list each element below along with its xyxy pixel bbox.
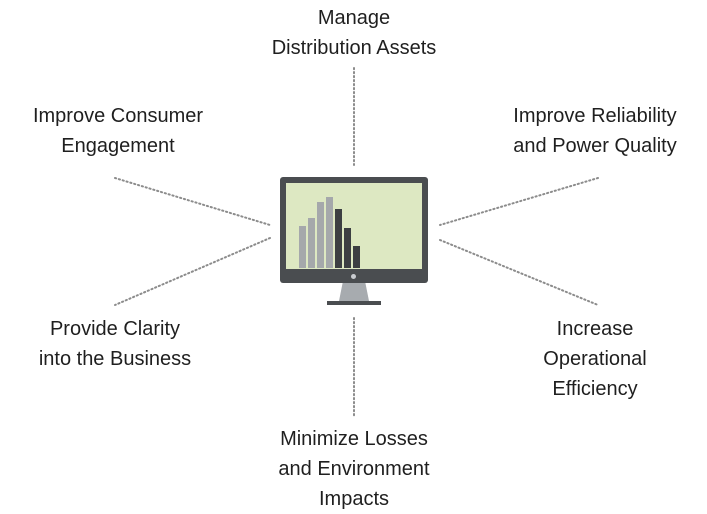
goal-line: Improve Reliability [513, 105, 677, 127]
goal-line: Distribution Assets [271, 37, 437, 59]
goal-line: Increase [556, 318, 634, 340]
monitor-stand [339, 283, 369, 301]
screen-bar [353, 246, 360, 268]
screen-bar [344, 228, 351, 268]
monitor-icon [280, 177, 428, 305]
goal-line: and Power Quality [513, 135, 677, 157]
goal-line: Efficiency [552, 378, 638, 400]
monitor-bezel [280, 177, 428, 283]
monitor-base [327, 301, 381, 305]
connector-bottom-right [439, 239, 599, 306]
goal-line: Impacts [318, 488, 390, 510]
goal-line: and Environment [278, 458, 430, 480]
goal-minimize-losses-environment-impacts: Minimize Losses and Environment Impacts [252, 424, 456, 514]
goal-improve-reliability-power-quality: Improve Reliability and Power Quality [490, 101, 700, 161]
connector-bottom-left [114, 237, 271, 306]
connector-top-right [439, 177, 599, 226]
screen-bar [308, 218, 315, 268]
goal-improve-consumer-engagement: Improve Consumer Engagement [8, 101, 228, 161]
goal-provide-clarity-business: Provide Clarity into the Business [20, 314, 210, 374]
goal-line: Engagement [61, 135, 175, 157]
goal-line: Provide Clarity [49, 318, 181, 340]
screen-bar [326, 197, 333, 268]
goal-manage-distribution-assets: Manage Distribution Assets [252, 3, 456, 63]
screen-bar [299, 226, 306, 268]
goal-line: Minimize Losses [280, 428, 428, 450]
goal-line: Improve Consumer [32, 105, 204, 127]
goal-line: Operational [543, 348, 647, 370]
bar-chart-icon [299, 192, 360, 268]
goal-increase-operational-efficiency: Increase Operational Efficiency [520, 314, 670, 404]
screen-bar [335, 209, 342, 268]
connector-top-left [114, 177, 271, 226]
goal-line: into the Business [38, 348, 192, 370]
goal-line: Manage [317, 7, 391, 29]
monitor-screen [286, 183, 422, 269]
power-indicator-icon [351, 274, 356, 279]
screen-bar [317, 202, 324, 268]
